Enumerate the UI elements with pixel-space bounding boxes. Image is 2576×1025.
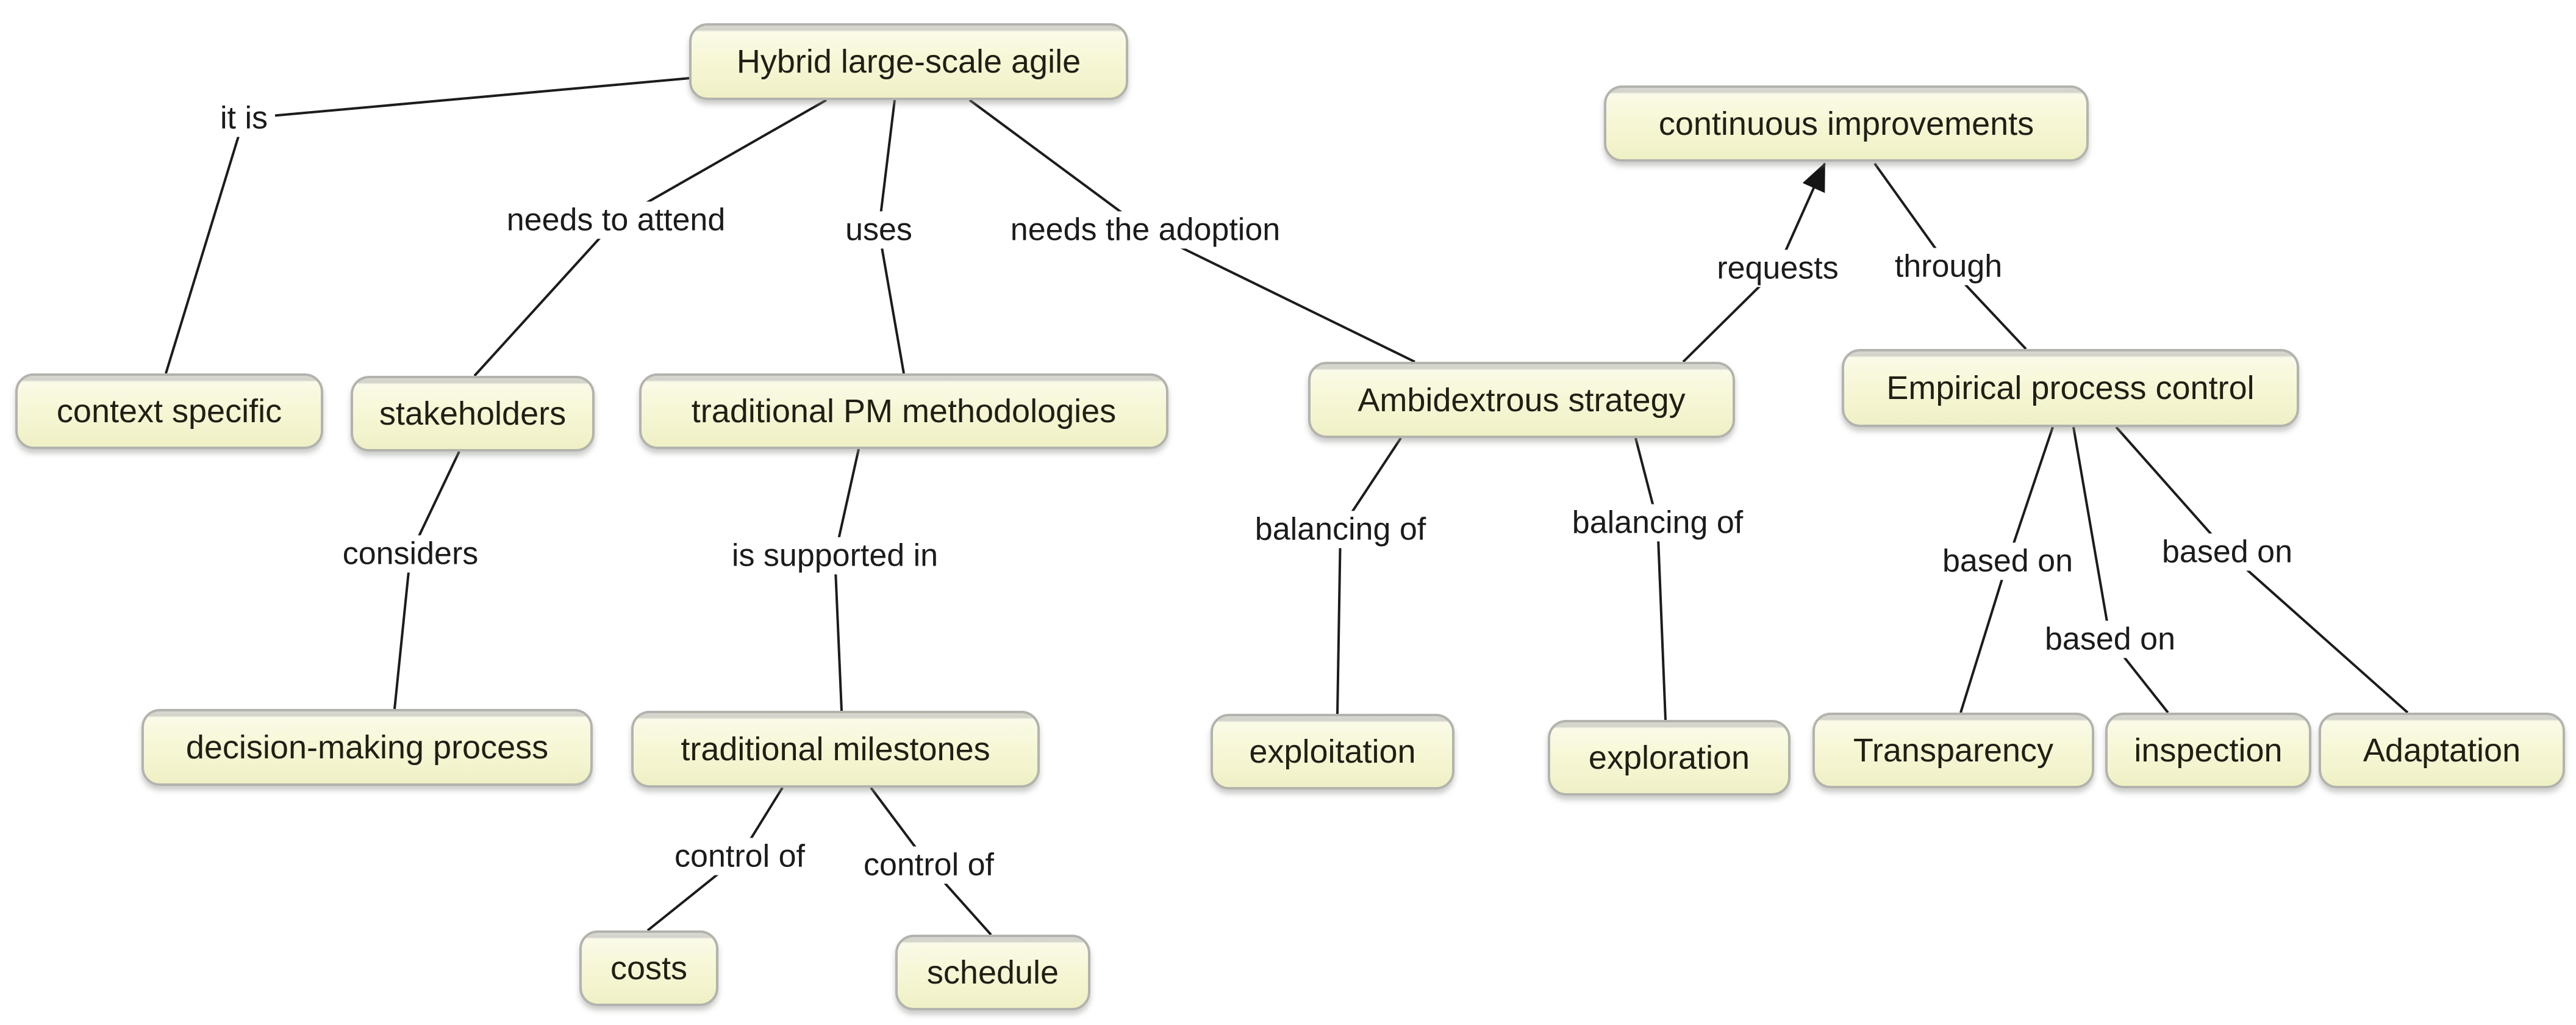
node-hybrid[interactable]: Hybrid large-scale agile [689, 23, 1128, 100]
edge-label-control-of-13[interactable]: control of [667, 838, 812, 876]
edge-label-through-9[interactable]: through [1887, 248, 2010, 286]
edge-label-based-on-12[interactable]: based on [2155, 533, 2300, 571]
edge-line-empirical-process-control-adaptation-1 [2226, 551, 2409, 714]
node-ambidextrous-strategy[interactable]: Ambidextrous strategy [1308, 362, 1735, 438]
node-inspection[interactable]: inspection [2105, 713, 2311, 788]
edge-line-hybrid-context-specific-1 [165, 118, 245, 374]
edge-label-balancing-of-6[interactable]: balancing of [1247, 511, 1434, 548]
edge-line-hybrid-ambidextrous-strategy-0 [968, 99, 1147, 231]
edge-line-hybrid-traditional-pm-methodologies-1 [878, 229, 905, 374]
edge-label-based-on-10[interactable]: based on [1935, 542, 2080, 580]
edge-line-ambidextrous-strategy-exploitation-1 [1336, 529, 1342, 714]
edge-line-ambidextrous-strategy-exploration-1 [1656, 522, 1667, 721]
edge-line-empirical-process-control-transparency-0 [2006, 426, 2054, 562]
node-traditional-milestones[interactable]: traditional milestones [631, 711, 1040, 788]
edge-line-empirical-process-control-transparency-1 [1959, 561, 2009, 713]
edge-line-traditional-pm-methodologies-traditional-milestones-1 [834, 555, 843, 711]
node-schedule[interactable]: schedule [895, 935, 1090, 1010]
node-costs[interactable]: costs [579, 930, 718, 1006]
node-continuous-improvements[interactable]: continuous improvements [1604, 85, 2089, 162]
edge-label-uses-2[interactable]: uses [838, 211, 920, 249]
node-stakeholders[interactable]: stakeholders [351, 376, 595, 451]
node-traditional-pm-methodologies[interactable]: traditional PM methodologies [639, 373, 1168, 449]
edge-line-stakeholders-decision-making-process-1 [393, 553, 412, 710]
node-transparency[interactable]: Transparency [1812, 713, 2094, 788]
node-exploration[interactable]: exploration [1548, 720, 1791, 796]
edge-line-hybrid-stakeholders-1 [473, 219, 617, 377]
edge-label-is-supported-in-5[interactable]: is supported in [724, 537, 946, 575]
edge-label-it-is-0[interactable]: it is [213, 99, 275, 137]
edge-line-hybrid-traditional-pm-methodologies-0 [878, 99, 896, 231]
node-exploitation[interactable]: exploitation [1211, 714, 1454, 789]
edge-label-needs-to-attend-1[interactable]: needs to attend [499, 201, 733, 239]
node-context-specific[interactable]: context specific [15, 373, 323, 449]
edge-line-empirical-process-control-adaptation-0 [2115, 426, 2228, 553]
node-empirical-process-control[interactable]: Empirical process control [1842, 349, 2299, 427]
edge-line-empirical-process-control-inspection-0 [2072, 426, 2111, 640]
node-adaptation[interactable]: Adaptation [2319, 713, 2565, 788]
edge-label-balancing-of-7[interactable]: balancing of [1564, 504, 1751, 542]
edge-label-requests-8[interactable]: requests [1709, 250, 1846, 287]
edge-line-hybrid-context-specific-0 [243, 77, 691, 120]
edge-label-needs-the-adoption-3[interactable]: needs the adoption [1003, 211, 1288, 249]
edge-label-considers-4[interactable]: considers [335, 535, 486, 573]
edge-line-hybrid-stakeholders-0 [615, 99, 827, 221]
edge-line-hybrid-ambidextrous-strategy-1 [1145, 229, 1415, 363]
node-decision-making-process[interactable]: decision-making process [141, 709, 593, 786]
edge-label-control-of-14[interactable]: control of [856, 846, 1001, 884]
edge-label-based-on-11[interactable]: based on [2038, 620, 2183, 658]
